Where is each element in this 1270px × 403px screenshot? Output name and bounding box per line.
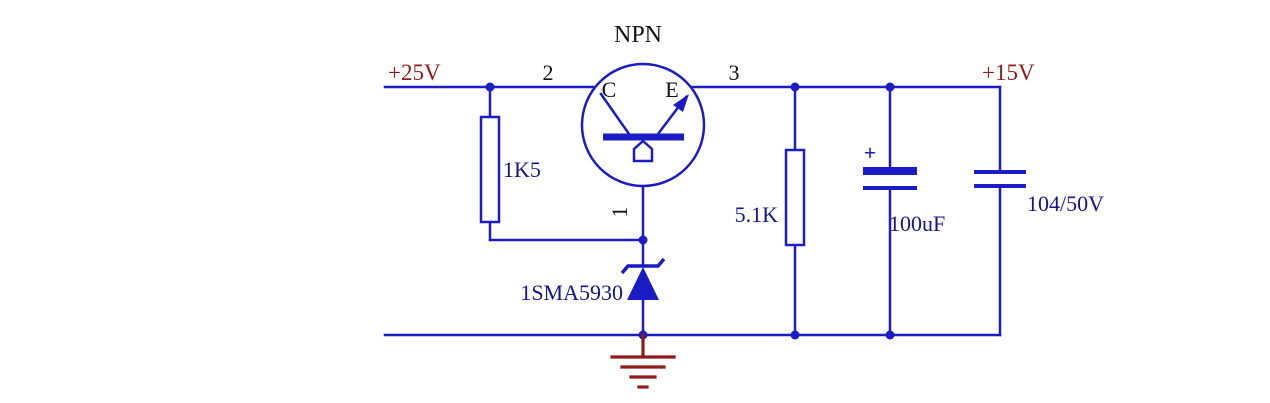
capacitor-c1-electrolytic [863, 167, 917, 190]
resistor-r1-body [479, 115, 501, 224]
resistor-r2-value: 5.1K [735, 202, 779, 227]
junction-dot [485, 82, 495, 92]
capacitor-c1-value: 100uF [889, 211, 945, 236]
transistor-emitter-arrow-icon [673, 94, 689, 112]
junction-dot [790, 82, 800, 92]
zener-diode [620, 257, 666, 300]
collector-pin-label: C [602, 77, 617, 102]
emitter-pin-label: E [665, 77, 678, 102]
net-label-3: 3 [729, 60, 740, 85]
transistor-type-label: NPN [614, 22, 662, 48]
capacitor-c1-top-plate [863, 167, 917, 175]
transistor-base-mark [632, 139, 654, 163]
capacitor-c2-value: 104/50V [1027, 191, 1104, 216]
capacitor-c1-polarity-mark: + [864, 140, 877, 165]
net-label-1: 1 [607, 207, 632, 218]
transistor-body-circle [580, 62, 706, 188]
junction-dot [885, 82, 895, 92]
resistor-r2-body [784, 148, 806, 247]
ground-symbol [610, 333, 676, 389]
power-label-output: +15V [982, 60, 1035, 85]
power-label-input: +25V [388, 60, 441, 85]
zener-part-number: 1SMA5930 [520, 280, 623, 305]
zener-anode-triangle [627, 267, 659, 300]
junction-dot [885, 330, 895, 340]
resistor-r1-value: 1K5 [503, 157, 541, 182]
capacitor-c2 [974, 170, 1026, 188]
junction-dot [638, 235, 648, 245]
junction-dot [790, 330, 800, 340]
transistor-collector-lead [599, 92, 631, 136]
zener-cathode-bar [620, 257, 666, 275]
transistor-npn [580, 62, 706, 188]
net-label-2: 2 [543, 60, 554, 85]
